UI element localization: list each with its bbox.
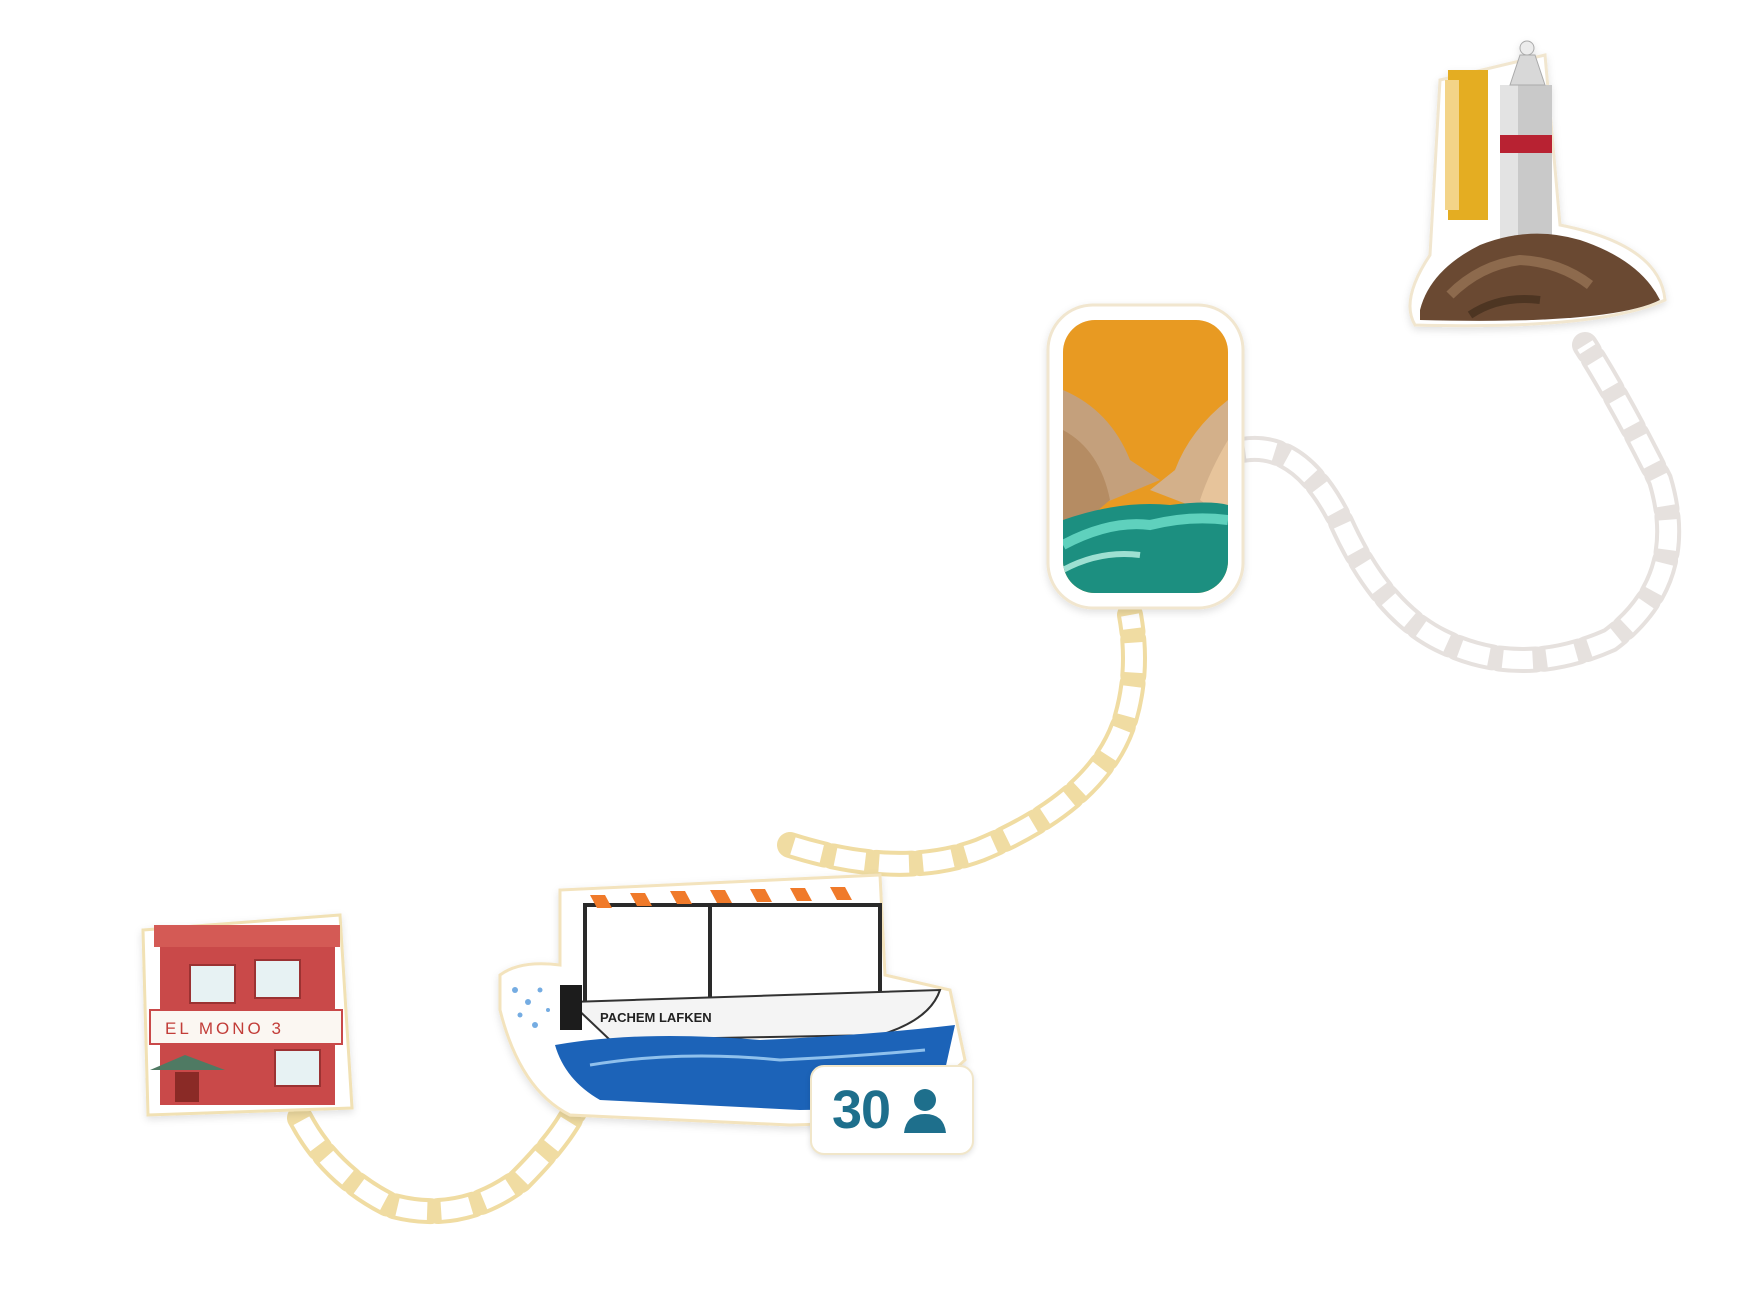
- path-links: [287, 332, 1682, 1225]
- person-icon: [904, 1089, 947, 1133]
- stop-lighthouse[interactable]: [1408, 40, 1667, 328]
- boat-capacity-badge: 30: [810, 1065, 974, 1155]
- path-link: [1229, 332, 1682, 673]
- boat-name: PACHEM LAFKEN: [600, 1010, 712, 1025]
- path-link: [777, 602, 1147, 877]
- canyon-icon: [1063, 320, 1228, 593]
- building-sign: EL MONO 3: [165, 1019, 284, 1038]
- stop-canyon[interactable]: [1046, 303, 1245, 610]
- capacity-count: 30: [831, 1080, 891, 1140]
- path-link-inner: [787, 613, 1143, 873]
- stop-el-mono-3[interactable]: EL MONO 3: [141, 913, 354, 1117]
- path-link-inner: [292, 1105, 584, 1221]
